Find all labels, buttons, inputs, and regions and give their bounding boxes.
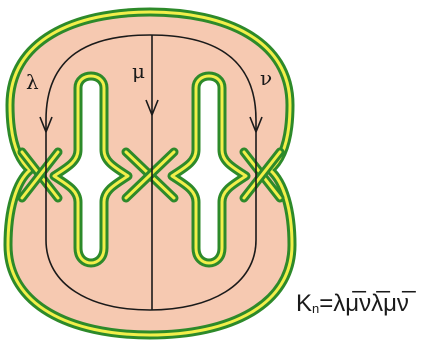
formula-rhs: =λμ̅νλ̅μν̅ [319, 290, 416, 317]
arrow-nu-icon [249, 116, 263, 133]
arrow-lambda-icon [39, 116, 53, 133]
cycle-outer-curve [45, 34, 257, 311]
band-crossings [17, 147, 285, 203]
left-hole [49, 71, 133, 268]
knot-formula: Kn=λμ̅νλ̅μν̅ [296, 290, 416, 317]
right-hole [167, 71, 251, 268]
label-nu: ν [260, 66, 272, 90]
formula-base: K [296, 290, 312, 317]
formula-subscript: n [312, 301, 319, 316]
arrow-mu-icon [145, 99, 159, 116]
label-lambda: λ [26, 70, 39, 94]
label-mu: μ [132, 59, 145, 83]
cycle-curves [45, 34, 257, 311]
direction-arrows [39, 99, 263, 133]
band-outlines [3, 7, 297, 340]
